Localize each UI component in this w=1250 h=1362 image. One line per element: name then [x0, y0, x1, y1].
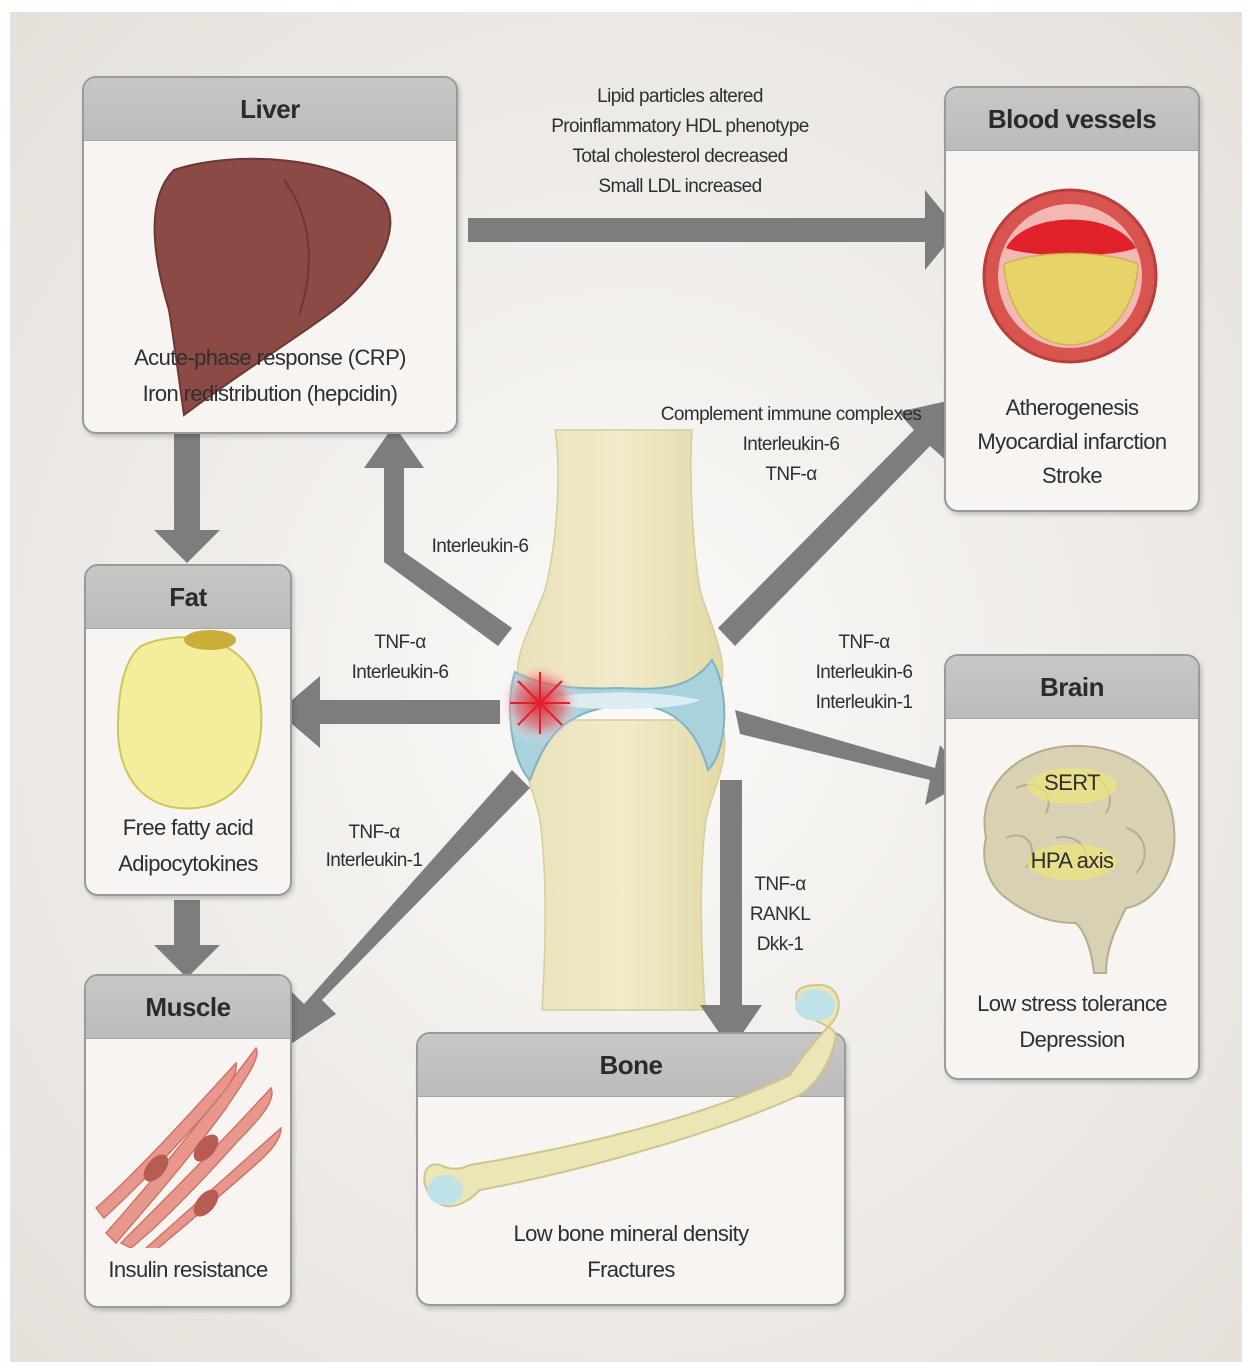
arrow-liver-to-fat: [154, 425, 220, 563]
brain-label-hpa: HPA axis: [946, 846, 1198, 876]
label-joint-bone-2: RANKL: [740, 900, 820, 930]
brain-label-sert: SERT: [946, 768, 1198, 798]
arrow-fat-to-muscle: [154, 900, 220, 978]
bone-box: Bone Low bone mineral density Fractures: [416, 1032, 846, 1306]
muscle-fibers-icon: [86, 1038, 290, 1248]
bone-line-2: Fractures: [418, 1252, 844, 1287]
label-joint-blood-1: Complement immune complexes: [656, 400, 926, 430]
fat-cell-icon: [86, 628, 290, 818]
label-joint-liver-1: Interleukin-6: [420, 532, 540, 562]
fat-title: Fat: [86, 566, 290, 629]
blood-line-1: Atherogenesis: [946, 390, 1198, 425]
brain-line-1: Low stress tolerance: [946, 986, 1198, 1021]
arrow-joint-to-muscle: [276, 770, 530, 1054]
arrow-joint-to-brain: [735, 710, 970, 805]
blood-line-2: Myocardial infarction: [946, 424, 1198, 459]
label-liver-blood-2: Proinflammatory HDL phenotype: [540, 112, 820, 142]
label-joint-brain-2: Interleukin-6: [804, 658, 924, 688]
blood-vessels-box: Blood vessels Atherogenesis Myocardial i…: [944, 86, 1200, 512]
label-liver-blood-4: Small LDL increased: [540, 172, 820, 202]
label-liver-blood-1: Lipid particles altered: [540, 82, 820, 112]
liver-box: Liver Acute-phase response (CRP) Iron re…: [82, 76, 458, 434]
liver-line-2: Iron redistribution (hepcidin): [84, 376, 456, 411]
label-joint-muscle-1: TNF-α: [314, 818, 434, 848]
arrow-liver-to-blood: [468, 190, 958, 270]
blood-line-3: Stroke: [946, 458, 1198, 493]
fat-box: Fat Free fatty acid Adipocytokines: [84, 564, 292, 896]
label-joint-fat-1: TNF-α: [340, 628, 460, 658]
fat-line-2: Adipocytokines: [86, 846, 290, 881]
muscle-box: Muscle Insulin resistance: [84, 974, 292, 1308]
brain-title: Brain: [946, 656, 1198, 719]
blood-vessels-title: Blood vessels: [946, 88, 1198, 151]
label-joint-brain-3: Interleukin-1: [804, 688, 924, 718]
label-joint-bone-3: Dkk-1: [740, 930, 820, 960]
label-liver-blood-3: Total cholesterol decreased: [540, 142, 820, 172]
muscle-title: Muscle: [86, 976, 290, 1039]
vessel-cross-section-icon: [946, 150, 1198, 390]
bone-line-1: Low bone mineral density: [418, 1216, 844, 1251]
bone-title: Bone: [418, 1034, 844, 1097]
liver-line-1: Acute-phase response (CRP): [84, 340, 456, 375]
label-joint-bone-1: TNF-α: [740, 870, 820, 900]
label-joint-blood-3: TNF-α: [656, 460, 926, 490]
liver-title: Liver: [84, 78, 456, 141]
muscle-line-1: Insulin resistance: [86, 1252, 290, 1287]
label-joint-fat-2: Interleukin-6: [340, 658, 460, 688]
brain-box: Brain SERT HPA axis Low stress tolerance…: [944, 654, 1200, 1080]
label-joint-muscle-2: Interleukin-1: [314, 846, 434, 876]
fat-line-1: Free fatty acid: [86, 810, 290, 845]
label-joint-blood-2: Interleukin-6: [656, 430, 926, 460]
label-joint-brain-1: TNF-α: [804, 628, 924, 658]
brain-line-2: Depression: [946, 1022, 1198, 1057]
